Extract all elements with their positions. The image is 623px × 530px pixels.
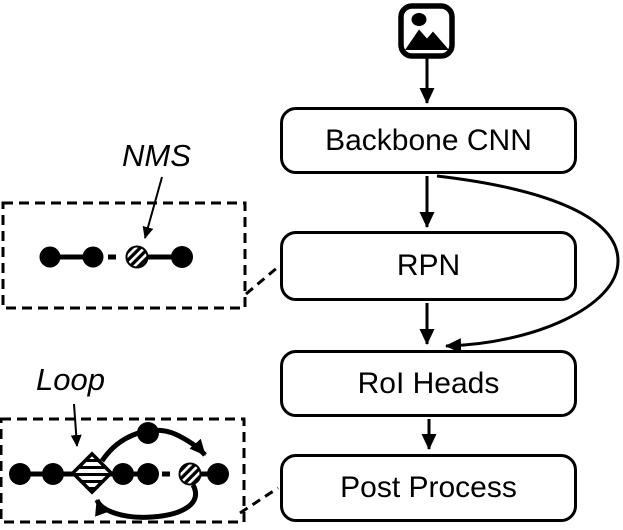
nms-hatched-node (125, 245, 149, 269)
pipeline-box-post-process: Post Process (280, 454, 577, 522)
backbone-label: Backbone CNN (325, 123, 532, 157)
loop-bottom-arc-arrow (94, 483, 198, 520)
loop-node-5 (207, 463, 229, 485)
nms-callout-box (1, 201, 247, 310)
pipeline-box-backbone: Backbone CNN (280, 107, 577, 174)
nms-box-connector (245, 265, 279, 296)
nms-node-1 (39, 246, 61, 268)
rpn-label: RPN (396, 249, 461, 282)
post-process-label: Post Process (340, 471, 517, 504)
loop-node-1 (9, 463, 31, 485)
loop-graph (9, 403, 229, 520)
loop-hatched-node (178, 462, 202, 486)
loop-top-arc-arrow (99, 427, 207, 463)
loop-hatched-diamond-node (70, 451, 114, 495)
loop-box-connector (239, 486, 279, 515)
nms-graph (39, 176, 193, 269)
roi-heads-label: RoI Heads (357, 366, 500, 400)
loop-callout-box (0, 417, 246, 524)
loop-pointer-arrow (70, 403, 82, 447)
pipeline-box-roi-heads: RoI Heads (280, 350, 577, 417)
nms-callout-label: NMS (122, 138, 191, 173)
loop-node-3 (112, 463, 134, 485)
loop-callout-label: Loop (36, 362, 105, 397)
loop-node-4 (137, 463, 159, 485)
nms-node-4 (171, 246, 193, 268)
nms-node-2 (82, 246, 104, 268)
loop-node-2 (42, 463, 64, 485)
loop-top-node (137, 422, 159, 444)
pipeline-box-rpn: RPN (280, 231, 577, 301)
nms-pointer-arrow (142, 176, 163, 239)
image-icon (398, 3, 455, 59)
